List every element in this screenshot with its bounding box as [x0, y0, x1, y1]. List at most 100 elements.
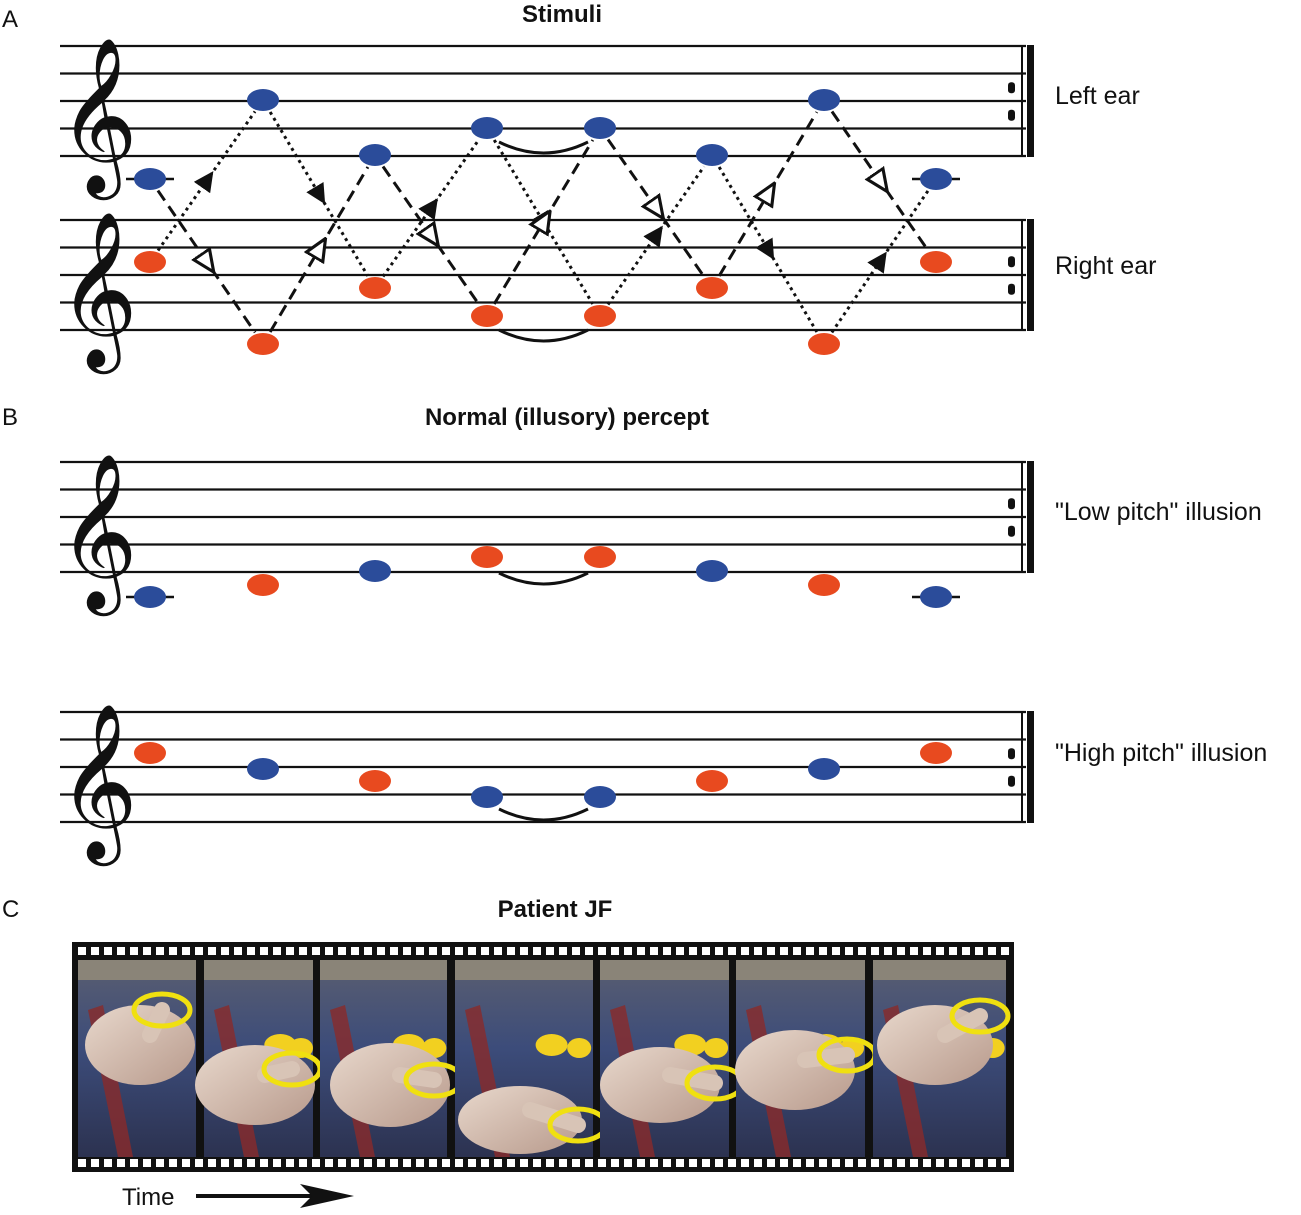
note-head	[134, 742, 166, 764]
sprocket-hole	[858, 1159, 866, 1167]
low-pitch-note	[471, 546, 503, 568]
label-low-pitch-illusion: "Low pitch" illusion	[1055, 498, 1262, 526]
note-head	[584, 546, 616, 568]
sprocket-hole	[351, 947, 359, 955]
sprocket-hole	[481, 947, 489, 955]
sprocket-hole	[507, 947, 515, 955]
note-head	[696, 277, 728, 299]
sprocket-hole	[936, 947, 944, 955]
sprocket-hole	[260, 947, 268, 955]
sprocket-hole	[910, 947, 918, 955]
note-head	[359, 144, 391, 166]
low-pitch-note	[247, 574, 279, 596]
panel-title-a: Stimuli	[522, 1, 602, 28]
sprocket-hole	[728, 947, 736, 955]
repeat-dot	[1008, 775, 1015, 787]
slur-low-pitch	[498, 571, 589, 586]
sprocket-hole	[689, 947, 697, 955]
note-head	[696, 560, 728, 582]
left-ear-note	[696, 144, 728, 166]
right-ear-note	[247, 333, 279, 355]
yellow-badge	[567, 1038, 592, 1058]
high-pitch-note	[696, 770, 728, 792]
sprocket-hole	[286, 947, 294, 955]
sprocket-hole	[520, 947, 528, 955]
repeat-dot	[1008, 283, 1015, 295]
finger	[797, 1047, 855, 1068]
frame-top-band	[320, 960, 447, 980]
dotted-stream-segment	[156, 110, 257, 252]
high-pitch-note	[471, 786, 503, 808]
sprocket-hole	[299, 1159, 307, 1167]
sprocket-hole	[871, 947, 879, 955]
note-head	[247, 574, 279, 596]
sprocket-hole	[845, 947, 853, 955]
sprocket-hole	[455, 947, 463, 955]
photo-frame-hand-pointing-2	[195, 960, 323, 1157]
right-ear-note	[920, 251, 952, 273]
sprocket-hole	[559, 947, 567, 955]
sprocket-hole	[169, 1159, 177, 1167]
sprocket-hole	[923, 947, 931, 955]
low-pitch-note	[359, 560, 391, 582]
label-left-ear: Left ear	[1055, 82, 1140, 110]
label-high-pitch-illusion: "High pitch" illusion	[1055, 739, 1267, 767]
note-head	[134, 168, 166, 190]
sprocket-hole	[78, 1159, 86, 1167]
sprocket-hole	[689, 1159, 697, 1167]
frame-top-band	[600, 960, 729, 980]
sprocket-hole	[676, 1159, 684, 1167]
left-ear-note	[247, 89, 279, 111]
sprocket-hole	[273, 947, 281, 955]
sprocket-hole	[325, 947, 333, 955]
sprocket-hole	[832, 1159, 840, 1167]
low-pitch-note	[126, 586, 174, 608]
dashed-stream-segment	[830, 110, 930, 252]
slur-right-ear	[498, 328, 589, 343]
low-pitch-note	[696, 560, 728, 582]
sprocket-hole	[975, 1159, 983, 1167]
sprocket-hole	[585, 947, 593, 955]
sprocket-hole	[169, 947, 177, 955]
sprocket-hole	[234, 947, 242, 955]
fingertip-marker-ring	[131, 991, 193, 1029]
right-ear-note	[696, 277, 728, 299]
sprocket-hole	[962, 947, 970, 955]
high-pitch-note	[584, 786, 616, 808]
high-pitch-note	[359, 770, 391, 792]
sprocket-hole	[351, 1159, 359, 1167]
dashed-stream-segment	[606, 138, 706, 278]
note-head	[134, 251, 166, 273]
note-head	[920, 586, 952, 608]
left-ear-note	[359, 144, 391, 166]
sprocket-hole	[624, 1159, 632, 1167]
sprocket-hole	[117, 1159, 125, 1167]
note-head	[247, 758, 279, 780]
photo-frame-hand-pointing-3	[320, 960, 465, 1157]
treble-clef-icon: 𝄞	[58, 210, 138, 374]
sprocket-hole	[949, 947, 957, 955]
sprocket-hole	[728, 1159, 736, 1167]
slur-left-ear	[498, 140, 589, 155]
sprocket-hole	[923, 1159, 931, 1167]
sprocket-hole	[338, 1159, 346, 1167]
sprocket-hole	[104, 1159, 112, 1167]
treble-clef-icon: 𝄞	[58, 702, 138, 866]
dotted-stream-segment	[606, 165, 706, 306]
sprocket-hole	[715, 947, 723, 955]
sprocket-hole	[533, 947, 541, 955]
photo-frame-hand-pointing-6	[735, 960, 878, 1157]
panel-letter-b: B	[2, 404, 18, 431]
sprocket-hole	[182, 1159, 190, 1167]
note-head	[471, 786, 503, 808]
sprocket-hole	[481, 1159, 489, 1167]
sprocket-hole	[338, 947, 346, 955]
sprocket-hole	[390, 947, 398, 955]
sprocket-hole	[507, 1159, 515, 1167]
sprocket-hole	[91, 947, 99, 955]
sprocket-hole	[429, 947, 437, 955]
low-pitch-note	[808, 574, 840, 596]
sprocket-hole	[416, 947, 424, 955]
note-head	[808, 574, 840, 596]
note-head	[359, 277, 391, 299]
